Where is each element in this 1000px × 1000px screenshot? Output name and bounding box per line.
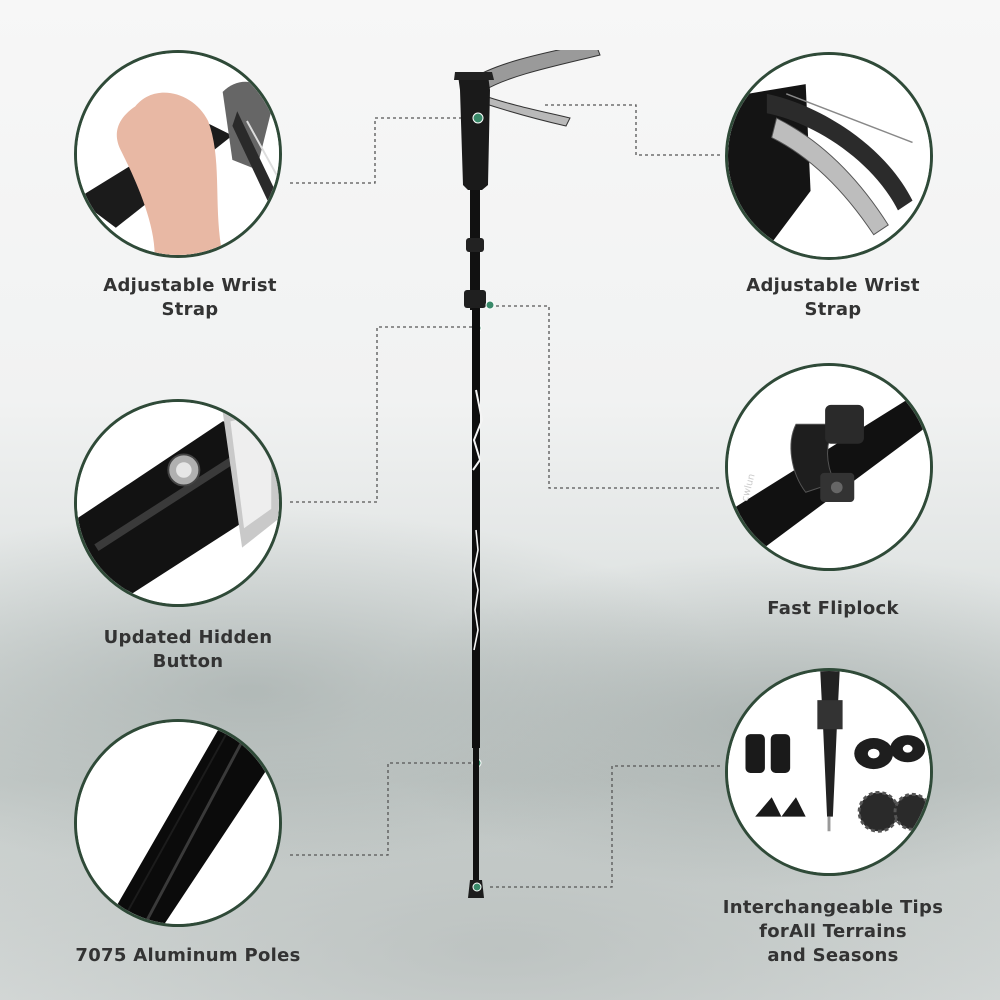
fliplock — [464, 290, 486, 308]
wrist-strap-right-photo — [725, 52, 933, 260]
wrist-strap-left-label: Adjustable Wrist Strap — [103, 275, 277, 320]
connector-wrist-right — [545, 104, 720, 156]
connector-wrist-left — [290, 117, 480, 184]
wrist-strap-right-label: Adjustable Wrist Strap — [746, 275, 920, 320]
hidden-button-photo — [74, 399, 282, 607]
tips-label: Interchangeable Tips forAll Terrains and… — [722, 897, 944, 966]
connector-fliplock — [490, 305, 722, 489]
fliplock-label: Fast Fliplock — [767, 598, 899, 619]
middle-shaft — [472, 308, 480, 748]
grip-dot — [472, 112, 484, 124]
connector-aluminum — [290, 762, 477, 856]
wrist-strap — [469, 50, 601, 91]
tips-set-photo — [725, 668, 933, 876]
connector-hidden-button — [290, 326, 477, 503]
hidden-button-label: Updated Hidden Button — [103, 627, 273, 672]
wrist-strap-left-photo — [74, 50, 282, 258]
lower-shaft — [473, 748, 479, 888]
aluminum-pole-photo — [74, 719, 282, 927]
fliplock-photo: cwlun — [725, 363, 933, 571]
aluminum-label: 7075 Aluminum Poles — [75, 945, 301, 966]
connector-tips — [490, 765, 722, 888]
pole-grip — [458, 75, 490, 190]
trekking-pole — [454, 50, 601, 898]
